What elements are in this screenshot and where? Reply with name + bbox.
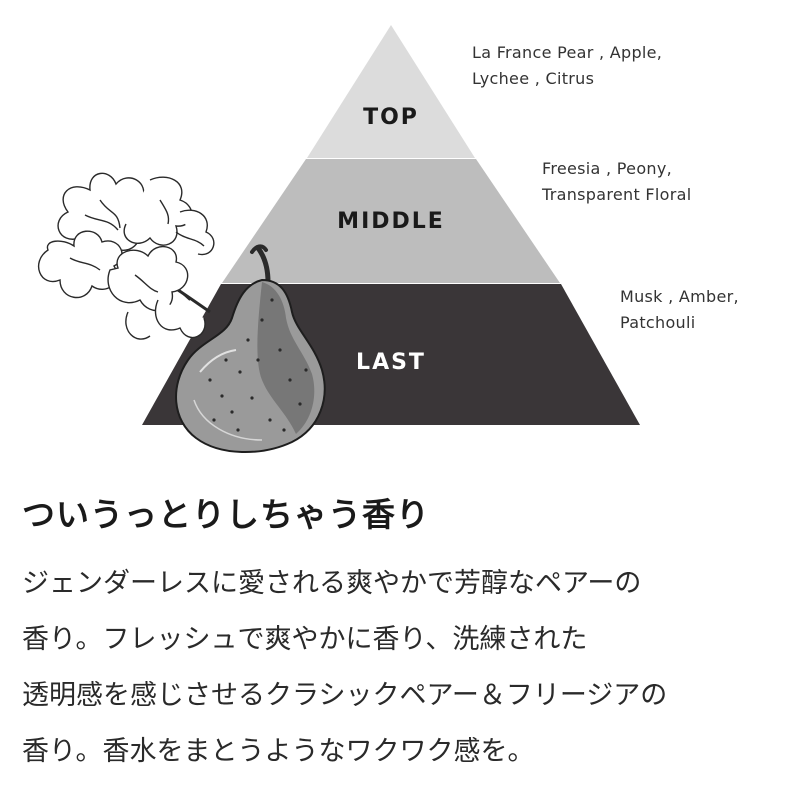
top-notes-line: La France Pear , Apple,: [472, 43, 663, 62]
flower-illustration: [37, 172, 215, 340]
last-notes-line: Musk , Amber,: [620, 287, 739, 306]
top-notes: La France Pear , Apple, Lychee , Citrus: [472, 40, 662, 92]
top-notes-line: Lychee , Citrus: [472, 69, 595, 88]
description-line: 透明感を感じさせるクラシックペアー＆フリージアの: [22, 680, 668, 711]
tier-label-last: LAST: [356, 350, 426, 375]
description-text: ジェンダーレスに愛される爽やかで芳醇なペアーの 香り。フレッシュで爽やかに香り、…: [22, 556, 667, 780]
tier-label-top: TOP: [363, 105, 419, 130]
pyramid-tier-top: [307, 25, 475, 158]
fragrance-pyramid-diagram: TOP MIDDLE LAST: [37, 25, 640, 454]
middle-notes: Freesia , Peony, Transparent Floral: [542, 156, 691, 208]
last-notes: Musk , Amber, Patchouli: [620, 284, 739, 336]
description-line: ジェンダーレスに愛される爽やかで芳醇なペアーの: [22, 568, 642, 599]
description-line: 香り。フレッシュで爽やかに香り、洗練された: [22, 624, 588, 655]
pear-illustration: [175, 244, 326, 454]
middle-notes-line: Transparent Floral: [542, 185, 692, 204]
pyramid-tier-middle: [222, 159, 560, 283]
headline: ついうっとりしちゃう香り: [22, 495, 430, 534]
tier-label-middle: MIDDLE: [337, 209, 445, 234]
description-line: 香り。香水をまとうようなワクワク感を。: [22, 736, 535, 767]
middle-notes-line: Freesia , Peony,: [542, 159, 673, 178]
last-notes-line: Patchouli: [620, 313, 696, 332]
